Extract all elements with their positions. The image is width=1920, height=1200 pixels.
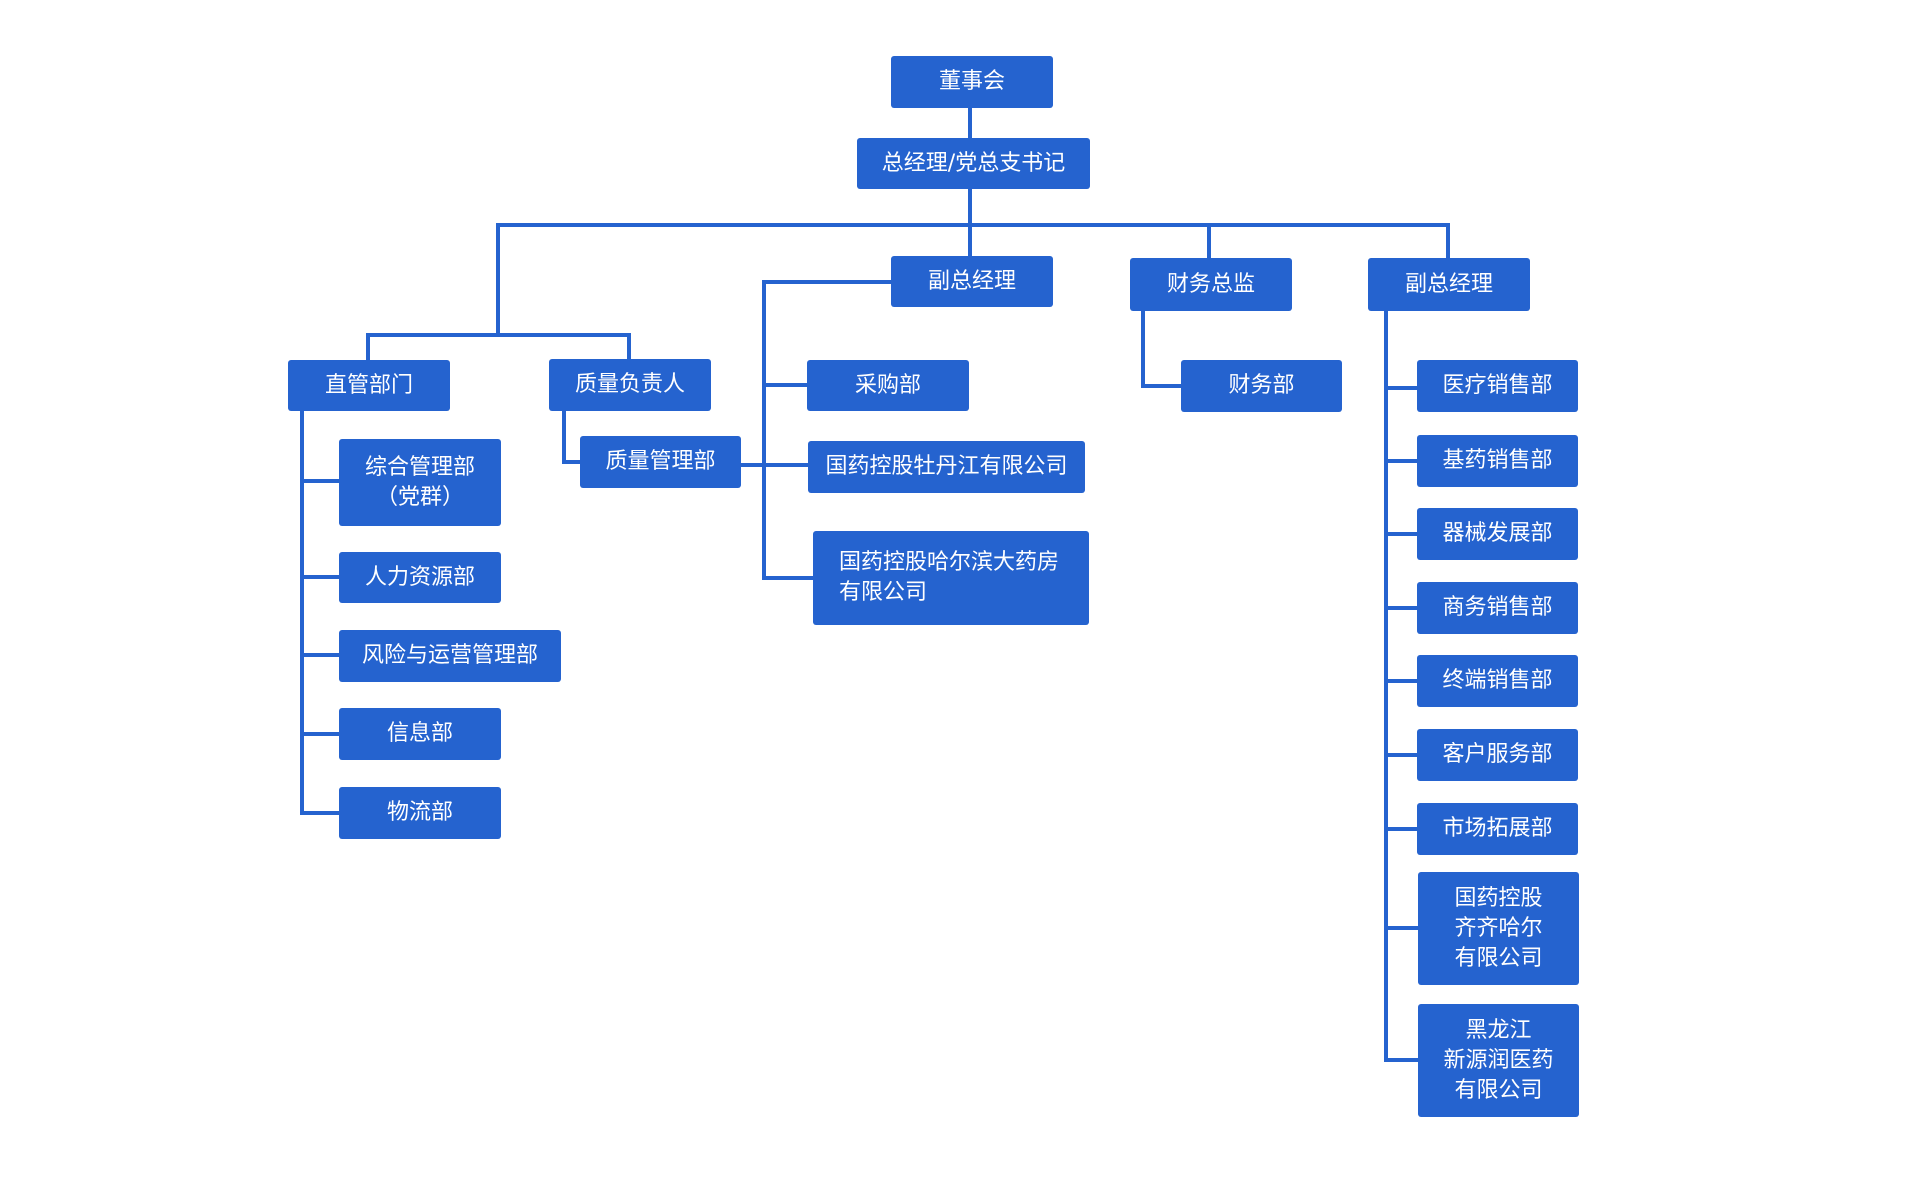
node-device-development-line-1: 器械发展部 bbox=[1442, 521, 1553, 546]
node-purchasing: 采购部 bbox=[807, 360, 969, 411]
node-general-manager-line-1: 总经理/党总支书记 bbox=[881, 150, 1066, 176]
node-direct-departments-line-1: 直管部门 bbox=[324, 372, 413, 398]
node-mudanjiang: 国药控股牡丹江有限公司 bbox=[808, 441, 1085, 493]
node-cfo-line-1: 财务总监 bbox=[1166, 271, 1255, 297]
node-quality-head: 质量负责人 bbox=[549, 359, 711, 411]
node-business-sales: 商务销售部 bbox=[1417, 582, 1578, 634]
node-xinyuanrun: 黑龙江 新源润医药 有限公司 bbox=[1418, 1004, 1579, 1117]
node-market-expansion: 市场拓展部 bbox=[1417, 803, 1578, 855]
node-qiqihar: 国药控股 齐齐哈尔 有限公司 bbox=[1418, 872, 1579, 985]
node-xinyuanrun-line-2: 新源润医药 bbox=[1443, 1047, 1554, 1073]
node-cfo: 财务总监 bbox=[1130, 258, 1292, 311]
node-harbin-pharmacy: 国药控股哈尔滨大药房 有限公司 bbox=[813, 531, 1089, 625]
node-logistics-line-1: 物流部 bbox=[386, 800, 453, 825]
node-quality-mgmt: 质量管理部 bbox=[580, 436, 741, 488]
node-vice-gm-1-line-1: 副总经理 bbox=[927, 268, 1016, 294]
node-general-manager: 总经理/党总支书记 bbox=[857, 138, 1090, 189]
node-device-development: 器械发展部 bbox=[1417, 508, 1578, 560]
node-basic-drug-sales-line-1: 基药销售部 bbox=[1442, 448, 1553, 473]
node-info: 信息部 bbox=[339, 708, 501, 760]
node-risk-ops-line-1: 风险与运营管理部 bbox=[361, 643, 538, 668]
node-hr: 人力资源部 bbox=[339, 552, 501, 603]
node-board-line-1: 董事会 bbox=[938, 69, 1005, 94]
node-info-line-1: 信息部 bbox=[386, 721, 453, 746]
node-logistics: 物流部 bbox=[339, 787, 501, 839]
node-board: 董事会 bbox=[891, 56, 1053, 108]
node-general-admin: 综合管理部 （党群） bbox=[339, 439, 501, 526]
node-vice-gm-2: 副总经理 bbox=[1368, 258, 1530, 311]
node-market-expansion-line-1: 市场拓展部 bbox=[1442, 816, 1553, 841]
node-quality-mgmt-line-1: 质量管理部 bbox=[605, 449, 716, 474]
node-terminal-sales-line-1: 终端销售部 bbox=[1442, 668, 1553, 693]
node-harbin-pharmacy-line-2: 有限公司 bbox=[839, 580, 928, 605]
node-direct-departments: 直管部门 bbox=[288, 360, 450, 411]
node-business-sales-line-1: 商务销售部 bbox=[1442, 595, 1553, 620]
node-hr-line-1: 人力资源部 bbox=[364, 564, 475, 590]
node-finance-line-1: 财务部 bbox=[1228, 373, 1295, 398]
node-harbin-pharmacy-line-1: 国药控股哈尔滨大药房 bbox=[839, 550, 1060, 575]
node-general-admin-line-1: 综合管理部 bbox=[364, 454, 475, 480]
node-quality-head-line-1: 质量负责人 bbox=[574, 372, 685, 397]
node-terminal-sales: 终端销售部 bbox=[1417, 655, 1578, 707]
node-qiqihar-line-3: 有限公司 bbox=[1454, 945, 1543, 971]
node-xinyuanrun-line-1: 黑龙江 bbox=[1465, 1017, 1532, 1043]
node-customer-service-line-1: 客户服务部 bbox=[1442, 742, 1553, 767]
node-vice-gm-2-line-1: 副总经理 bbox=[1404, 271, 1493, 297]
node-qiqihar-line-2: 齐齐哈尔 bbox=[1454, 915, 1543, 941]
node-risk-ops: 风险与运营管理部 bbox=[339, 630, 561, 682]
node-vice-gm-1: 副总经理 bbox=[891, 256, 1053, 307]
node-mudanjiang-line-1: 国药控股牡丹江有限公司 bbox=[825, 454, 1068, 479]
node-xinyuanrun-line-3: 有限公司 bbox=[1454, 1077, 1543, 1103]
node-basic-drug-sales: 基药销售部 bbox=[1417, 435, 1578, 487]
node-qiqihar-line-1: 国药控股 bbox=[1454, 885, 1543, 911]
node-purchasing-line-1: 采购部 bbox=[854, 372, 921, 398]
node-general-admin-line-2: （党群） bbox=[375, 484, 464, 510]
node-customer-service: 客户服务部 bbox=[1417, 729, 1578, 781]
node-finance: 财务部 bbox=[1181, 360, 1342, 412]
node-medical-sales: 医疗销售部 bbox=[1417, 360, 1578, 412]
node-medical-sales-line-1: 医疗销售部 bbox=[1442, 373, 1553, 398]
